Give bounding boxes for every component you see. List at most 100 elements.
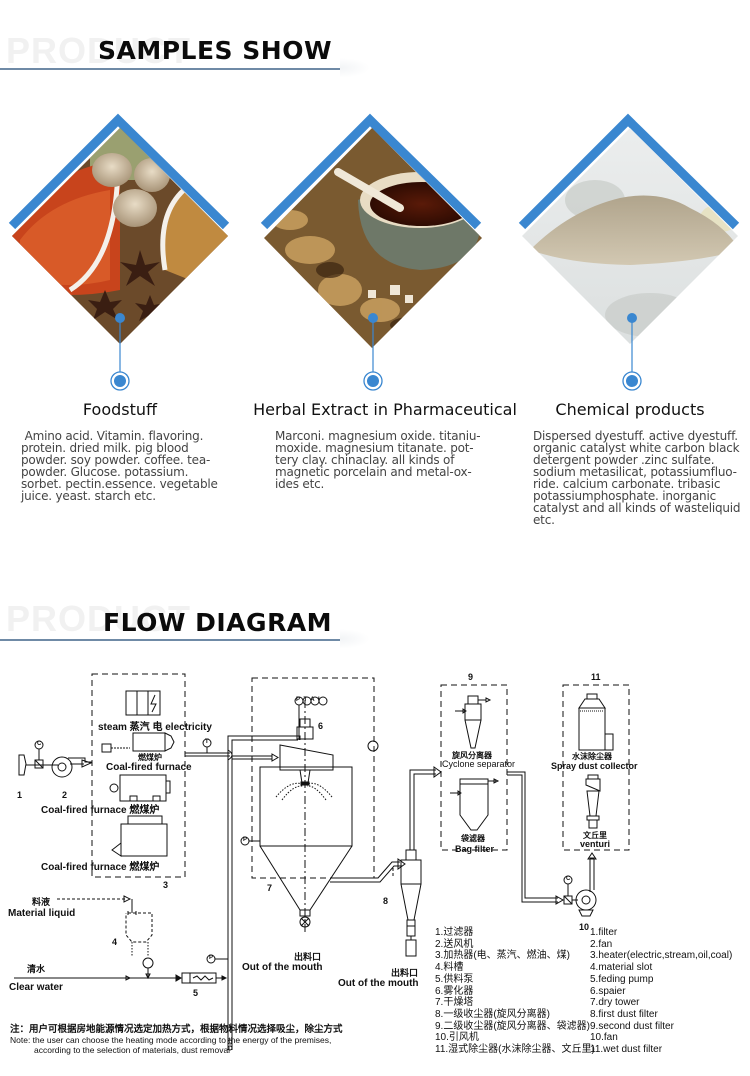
legend-en-item: 7.dry tower	[590, 997, 640, 1009]
legend-cn-item: 11.湿式除尘器(水沫除尘器、文丘里)	[435, 1044, 595, 1056]
legend-en-item: 4.material slot	[590, 962, 653, 974]
legend-en-item: 9.second dust filter	[590, 1020, 674, 1032]
sample-description-chemical-products: Dispersed dyestuff. active dyestuff. org…	[533, 429, 741, 527]
coal-furnace-3	[111, 815, 168, 857]
legend-en-item: 1.filter	[590, 927, 618, 938]
label-outlet-cn-1: 出料口	[294, 952, 322, 962]
label-cyclone-cn: 旋风分离器	[452, 751, 492, 760]
gauge-p-2: P	[209, 955, 214, 961]
atomizer-6	[275, 718, 334, 801]
tower-group-box	[251, 677, 375, 879]
heater-group-box	[91, 673, 186, 878]
label-outlet-en-1: Out of the mouth	[242, 962, 323, 973]
legend-en-item: 5.feding pump	[590, 973, 654, 985]
note-chinese: 注：用户可根据房地能源情况选定加热方式，根据物料情况选择吸尘，除尘方式	[10, 1024, 343, 1035]
component-number-6: 6	[318, 721, 324, 731]
material-feed-line	[57, 895, 133, 913]
label-cyclone-en: Cyclone separator	[442, 759, 516, 769]
component-number-3: 3	[163, 880, 169, 890]
legend-cn-item: 6.雾化器	[435, 985, 474, 997]
steam-electric-heater	[125, 690, 161, 716]
coal-furnace-1	[101, 732, 175, 753]
connector-ring	[110, 371, 130, 391]
component-number-11: 11	[591, 672, 601, 682]
section-title-samples: SAMPLES SHOW	[98, 36, 333, 65]
gauge-c-2: C	[566, 876, 571, 882]
label-clear-water-cn: 清水	[27, 964, 46, 974]
label-furnace-cn-1: 燃煤炉	[138, 753, 162, 762]
sample-description-foodstuff: Amino acid. Vitamin. flavoring. protein.…	[21, 429, 218, 503]
flow-diagram-drawing	[14, 673, 630, 1051]
component-number-8: 8	[383, 896, 389, 906]
herbal-tea-image	[260, 113, 482, 391]
label-outlet-en-2: Out of the mouth	[338, 978, 419, 989]
section-rule-fade	[340, 629, 370, 649]
sample-card-chemical-products	[500, 90, 750, 400]
component-number-9: 9	[468, 672, 474, 682]
legend-en-item: 2.fan	[590, 938, 613, 950]
blue-chevron-frame	[260, 113, 482, 230]
blue-chevron-frame	[8, 113, 230, 230]
cyclone-separator-9	[455, 695, 492, 749]
tower-bottom-valve	[227, 1039, 233, 1051]
sample-title-foodstuff: Foodstuff	[82, 400, 158, 419]
section-rule	[0, 68, 340, 70]
connector-node	[114, 375, 126, 387]
blue-chevron-frame	[518, 113, 740, 230]
label-furnace-en-1: Coal-fired furnace	[106, 762, 192, 773]
connector-ring	[363, 371, 383, 391]
legend-english: 1.filter 2.fan 3.heater(electric,stream,…	[590, 927, 732, 1056]
blower-2	[51, 756, 93, 778]
label-outlet-cn-2: 出料口	[391, 968, 419, 978]
dust-collector-group-box	[440, 684, 508, 851]
powder-image	[518, 113, 740, 391]
connector-node	[626, 375, 638, 387]
label-instruments: PTAI	[296, 697, 324, 703]
tower-gauge	[367, 740, 379, 752]
legend-chinese: 1.过滤器 2.送风机 3.加热器(电、蒸汽、燃油、煤) 4.料槽 5.供料泵 …	[435, 927, 595, 1056]
label-furnace-2: Coal-fired furnace 燃煤炉	[41, 805, 160, 816]
note-english-line-2: according to the selection of materials,…	[34, 1045, 231, 1055]
note-english-line-1: Note: the user can choose the heating mo…	[10, 1035, 332, 1045]
legend-cn-item: 5.供料泵	[435, 973, 474, 985]
sample-title-chemical-products: Chemical products	[555, 400, 705, 419]
damper-c-1	[34, 740, 44, 769]
induced-fan-10	[572, 852, 597, 917]
instrument-bubbles	[294, 696, 328, 740]
coal-furnace-2	[109, 774, 171, 802]
legend-cn-item: 4.料槽	[435, 962, 464, 974]
ghost-product-text: PRODUCT	[6, 30, 191, 71]
legend-en-item: 8.first dust filter	[590, 1008, 658, 1020]
legend-cn-item: 9.二级收尘器(旋风分离器、袋滤器)	[435, 1020, 590, 1032]
component-number-4: 4	[112, 937, 118, 947]
feed-pump-5	[181, 954, 228, 984]
spray-dust-collector-11	[578, 693, 614, 751]
label-furnace-3: Coal-fired furnace 燃煤炉	[41, 862, 160, 873]
legend-en-item: 3.heater(electric,stream,oil,coal)	[590, 950, 733, 962]
spices-image	[8, 113, 230, 391]
samples-section-header: PRODUCT SAMPLES SHOW	[0, 28, 750, 78]
label-spray-en: Spray dust collector	[551, 761, 638, 771]
gauge-p-1: P	[243, 837, 248, 843]
section-rule	[0, 639, 340, 641]
flow-section-header: PRODUCT FLOW DIAGRAM	[0, 596, 750, 649]
legend-cn-item: 1.过滤器	[435, 927, 474, 938]
legend-cn-item: 3.加热器(电、蒸汽、燃油、煤)	[435, 950, 570, 962]
bag-filter-9	[450, 778, 500, 831]
legend-en-item: 11.wet dust filter	[590, 1044, 663, 1056]
component-number-5: 5	[193, 988, 199, 998]
material-tank-4	[125, 911, 154, 980]
legend-en-item: 10.fan	[590, 1032, 618, 1044]
label-material-liquid-en: Material liquid	[8, 908, 76, 919]
label-venturi-en: venturi	[580, 839, 611, 849]
legend-cn-item: 8.一级收尘器(旋风分离器)	[435, 1008, 550, 1020]
sample-description-herbal-extract: Marconi. magnesium oxide. titaniu- moxid…	[275, 429, 481, 491]
sample-card-foodstuff	[0, 90, 250, 400]
label-steam-electricity: steam 蒸汽 电 electricity	[98, 722, 212, 733]
clear-water-line	[14, 974, 182, 982]
connector-node	[367, 375, 379, 387]
label-venturi-cn: 文丘里	[583, 831, 607, 840]
hot-air-duct	[185, 735, 301, 1050]
legend-en-item: 6.spaier	[590, 985, 626, 997]
venturi-11	[585, 774, 601, 829]
